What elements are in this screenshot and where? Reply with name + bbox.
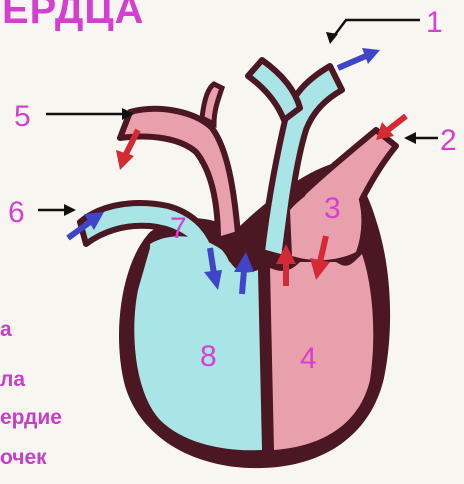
arrow-blue-pulmonary [338,48,380,68]
region-label-8: 8 [200,340,217,373]
leader-2-arrowhead [404,132,416,144]
region-label-4: 4 [300,342,317,375]
leader-1-arrowhead [326,32,338,44]
legend-fragment-3: ердие [0,406,62,430]
legend-fragment-4: очек [0,446,47,470]
region-label-7: 7 [170,212,187,245]
callout-label-2: 2 [440,124,457,157]
pulmonary-artery-left [248,60,300,120]
callout-label-6: 6 [8,196,25,229]
region-label-3: 3 [324,192,341,225]
callout-label-1: 1 [426,6,443,39]
leader-1 [334,20,420,36]
leader-6-arrowhead [64,204,76,216]
aorta-branch [202,84,222,124]
legend-fragment-2: ла [0,368,25,392]
arrow-red-pulmonary-vein [376,116,406,140]
legend-fragment-1: а [0,318,12,342]
callout-label-5: 5 [14,100,31,133]
septum [266,256,268,452]
